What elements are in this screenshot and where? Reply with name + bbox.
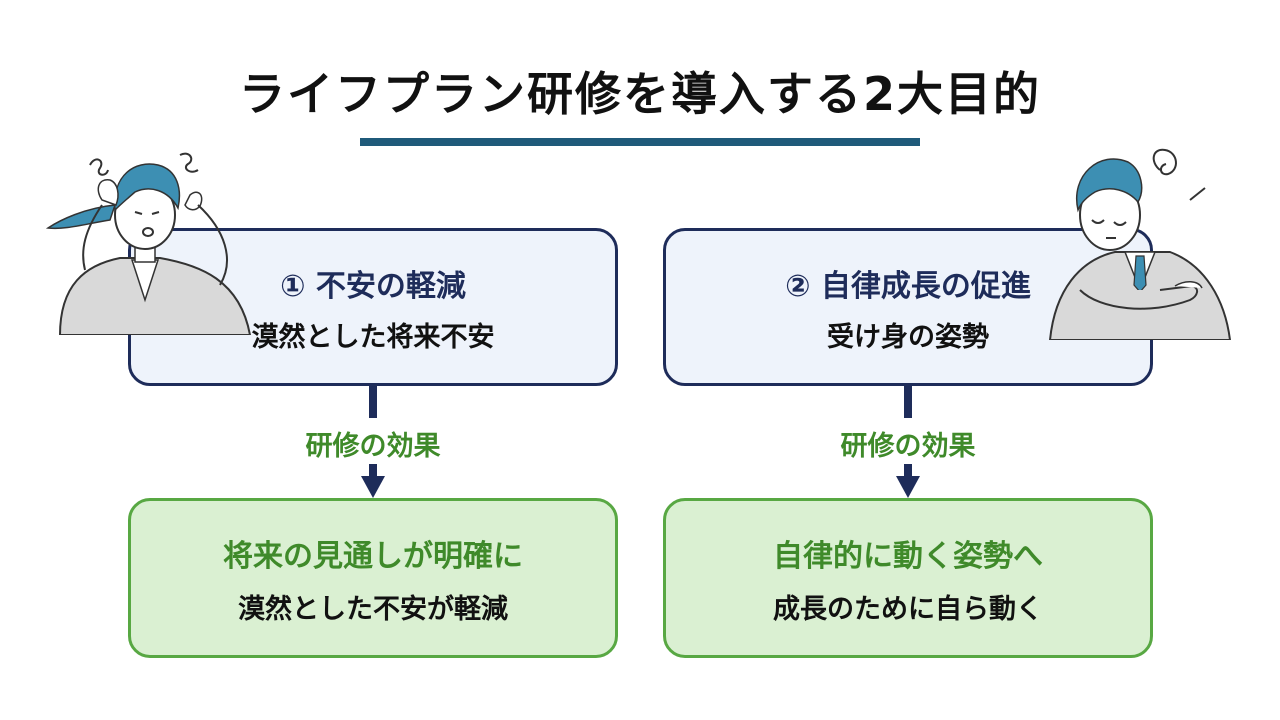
result-title: 将来の見通しが明確に (223, 538, 523, 574)
result-detail: 漠然とした不安が軽減 (238, 593, 508, 625)
connector-line (369, 386, 377, 418)
problem-title: ② 自律成長の促進 (785, 268, 1031, 304)
arrow-down-icon (361, 476, 385, 498)
troubled-man-icon (1048, 148, 1232, 340)
problem-title: ① 不安の軽減 (280, 268, 466, 304)
worried-woman-icon (45, 152, 252, 335)
result-box-outlook: 将来の見通しが明確に 漠然とした不安が軽減 (128, 498, 618, 658)
title-underline (360, 138, 920, 146)
connector-line (369, 464, 377, 478)
connector-line (904, 386, 912, 418)
problem-detail: 受け身の姿勢 (827, 321, 989, 353)
arrow-down-icon (896, 476, 920, 498)
effect-label: 研修の効果 (305, 431, 441, 462)
result-box-autonomy: 自律的に動く姿勢へ 成長のために自ら動く (663, 498, 1153, 658)
connector-line (904, 464, 912, 478)
result-title: 自律的に動く姿勢へ (773, 538, 1043, 574)
effect-label: 研修の効果 (840, 431, 976, 462)
page-title: ライフプラン研修を導入する2大目的 (238, 67, 1041, 121)
result-detail: 成長のために自ら動く (773, 593, 1043, 625)
problem-detail: 漠然とした将来不安 (251, 321, 495, 353)
